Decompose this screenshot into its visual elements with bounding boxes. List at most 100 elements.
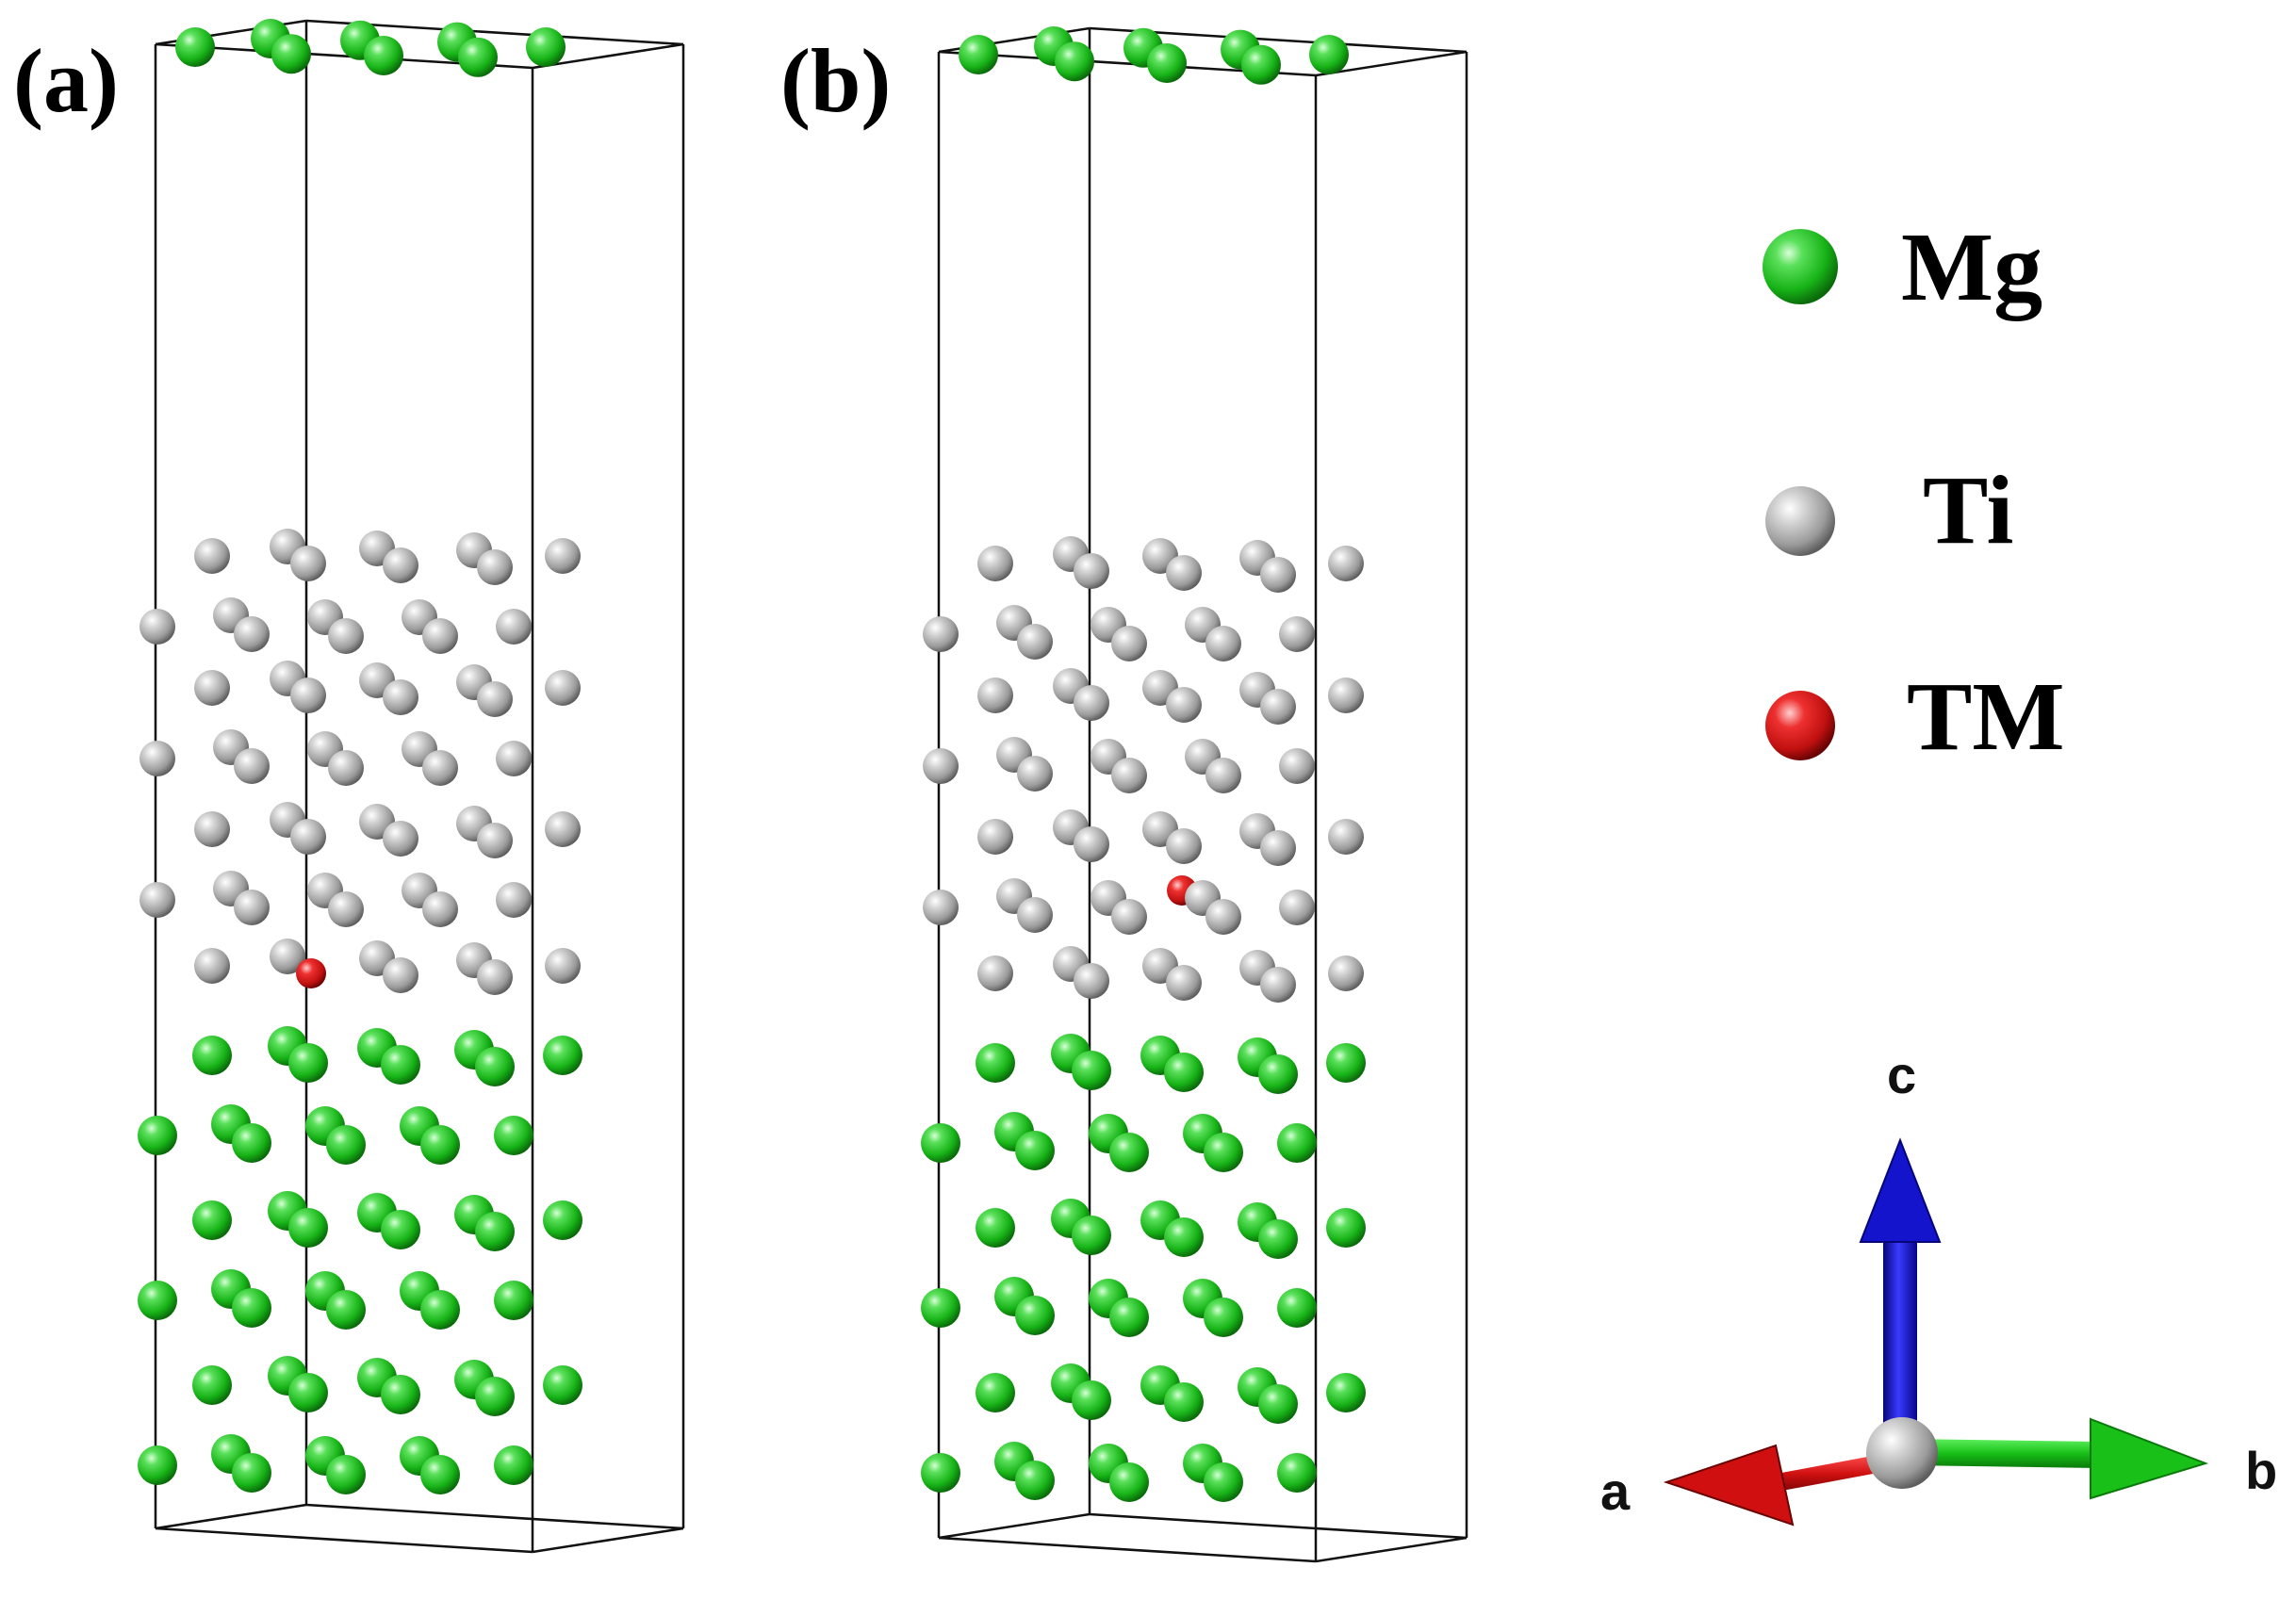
ti-atom	[1111, 626, 1147, 661]
mg-atom	[381, 1045, 420, 1085]
mg-atom	[1055, 41, 1094, 82]
axes-triad: c a b	[1600, 1045, 2277, 1527]
ti-atom	[477, 681, 513, 717]
mg-atom	[976, 1043, 1015, 1083]
mg-atom	[1109, 1133, 1149, 1172]
mg-atom	[1164, 1382, 1204, 1422]
mg-atom	[1258, 1384, 1298, 1424]
ti-atom	[290, 678, 326, 713]
ti-atom	[477, 959, 513, 995]
legend-item-tm: TM	[1765, 662, 2065, 771]
ti-atom	[1205, 758, 1241, 793]
legend-label-ti: Ti	[1923, 456, 2013, 564]
ti-atom	[1166, 828, 1202, 864]
ti-atom	[234, 748, 270, 784]
ti-atom	[545, 538, 581, 574]
ti-atom-icon	[1765, 486, 1835, 556]
ti-atom	[194, 670, 230, 706]
ti-atom	[496, 741, 532, 776]
ti-atom	[194, 811, 230, 847]
ti-atom	[1017, 624, 1053, 660]
mg-atom	[475, 1377, 515, 1416]
ti-atom	[477, 549, 513, 585]
mg-atom	[1204, 1298, 1243, 1337]
mg-atom	[232, 1123, 271, 1163]
atom-layers	[138, 19, 582, 1494]
ti-atom	[1111, 758, 1147, 793]
ti-atom	[194, 538, 230, 574]
mg-atom	[420, 1125, 460, 1165]
ti-atom	[1017, 897, 1053, 933]
legend: Mg Ti TM	[1763, 213, 2065, 771]
mg-atom	[1277, 1453, 1317, 1493]
ti-atom	[1279, 616, 1315, 652]
ti-atom	[139, 609, 175, 645]
ti-atom	[923, 890, 959, 925]
tm-atom-icon	[1765, 691, 1835, 760]
mg-atom	[192, 1365, 232, 1405]
mg-atom	[192, 1036, 232, 1075]
mg-atom	[420, 1290, 460, 1330]
ti-atom	[422, 891, 458, 927]
mg-atom	[543, 1036, 582, 1075]
ti-atom	[1205, 626, 1241, 661]
ti-atom	[1328, 955, 1364, 991]
ti-atom	[234, 890, 270, 925]
mg-atom	[475, 1212, 515, 1251]
ti-atom	[139, 741, 175, 776]
axis-b-arrow	[1904, 1417, 2209, 1500]
mg-atom	[1072, 1380, 1111, 1420]
ti-atom	[923, 748, 959, 784]
ti-atom	[1260, 830, 1296, 866]
panel-a: (a)	[13, 19, 685, 1554]
mg-atom	[138, 1116, 177, 1155]
mg-atom	[1258, 1054, 1298, 1094]
ti-atom	[977, 678, 1013, 713]
mg-atom	[976, 1208, 1015, 1248]
mg-atom	[1277, 1288, 1317, 1328]
mg-atom	[1309, 35, 1349, 74]
ti-atom	[383, 679, 418, 715]
mg-atom	[1072, 1051, 1111, 1090]
mg-atom	[1326, 1043, 1366, 1083]
origin-sphere	[1866, 1417, 1938, 1489]
ti-atom	[1205, 899, 1241, 935]
mg-atom	[326, 1290, 366, 1330]
mg-atom	[1204, 1462, 1243, 1502]
ti-atom	[290, 546, 326, 581]
ti-atom	[1166, 555, 1202, 591]
mg-atom	[458, 37, 498, 77]
axis-label-a: a	[1600, 1461, 1631, 1521]
ti-atom	[977, 819, 1013, 855]
mg-atom	[1258, 1219, 1298, 1259]
mg-atom	[1277, 1123, 1317, 1163]
mg-atom	[1015, 1131, 1055, 1170]
ti-atom	[422, 618, 458, 654]
atom-layers	[921, 26, 1366, 1502]
mg-atom	[1241, 44, 1281, 85]
mg-atom	[1015, 1296, 1055, 1335]
mg-atom	[364, 36, 403, 75]
mg-atom	[175, 27, 215, 67]
axis-label-c: c	[1887, 1045, 1916, 1104]
ti-atom	[496, 609, 532, 645]
mg-atom	[1326, 1373, 1366, 1412]
mg-atom	[921, 1123, 960, 1163]
ti-atom	[1074, 553, 1109, 589]
mg-atom	[288, 1208, 328, 1248]
mg-atom	[494, 1116, 533, 1155]
ti-atom	[234, 616, 270, 652]
ti-atom	[270, 939, 305, 974]
ti-atom	[1260, 967, 1296, 1003]
mg-atom	[232, 1453, 271, 1493]
mg-atom	[1015, 1461, 1055, 1500]
mg-atom	[921, 1453, 960, 1493]
ti-atom	[1328, 678, 1364, 713]
ti-atom	[328, 750, 364, 786]
ti-atom	[328, 891, 364, 927]
mg-atom	[1147, 43, 1187, 83]
mg-atom	[326, 1455, 366, 1494]
ti-atom	[1279, 748, 1315, 784]
ti-atom	[477, 823, 513, 858]
